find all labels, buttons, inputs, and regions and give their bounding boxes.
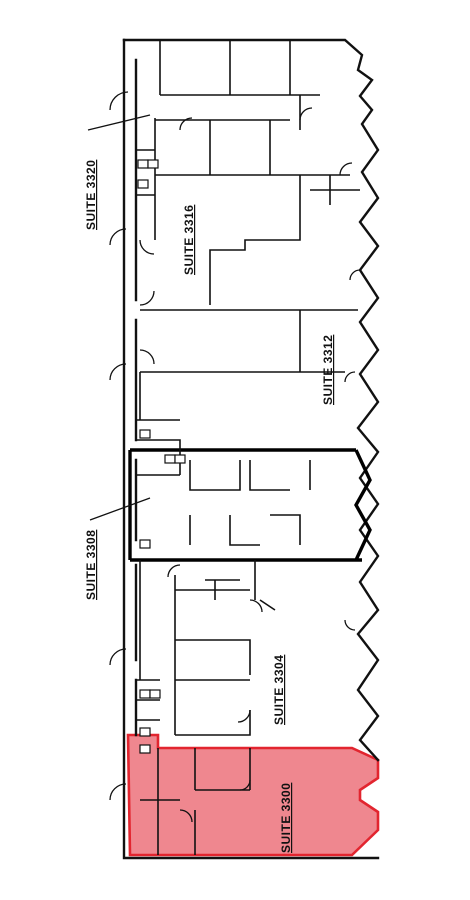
leader-suite-3308 [89,497,151,521]
leader-suite-3320 [87,114,151,131]
building-outline [122,38,380,762]
restroom-middle [136,419,181,476]
suite-3304-walls [139,560,251,736]
plumbing-fixtures [137,159,186,754]
doors [109,91,361,823]
suite-3316-inner [310,175,360,205]
suite-3300-walls [140,748,251,855]
suite-3312-lower [139,371,300,420]
suite-3300-highlight[interactable] [126,733,380,857]
suite-3316-label: SUITE 3316 [182,205,196,275]
suite-3308-rooms [189,460,311,546]
suite-3320-label: SUITE 3320 [84,160,98,230]
suite-3316-walls [154,118,350,305]
suite-3312-label: SUITE 3312 [321,335,335,405]
restroom-upper [136,149,155,196]
restroom-lower [136,679,160,721]
suite-3308-label: SUITE 3308 [84,530,98,600]
suite-3304-label: SUITE 3304 [272,655,286,725]
suite-3312-divider [140,309,358,373]
suite-3320-walls [159,40,320,130]
suite-3300-label: SUITE 3300 [279,783,293,853]
suite-3304-partition [254,560,276,611]
building-left-wall [122,38,380,860]
